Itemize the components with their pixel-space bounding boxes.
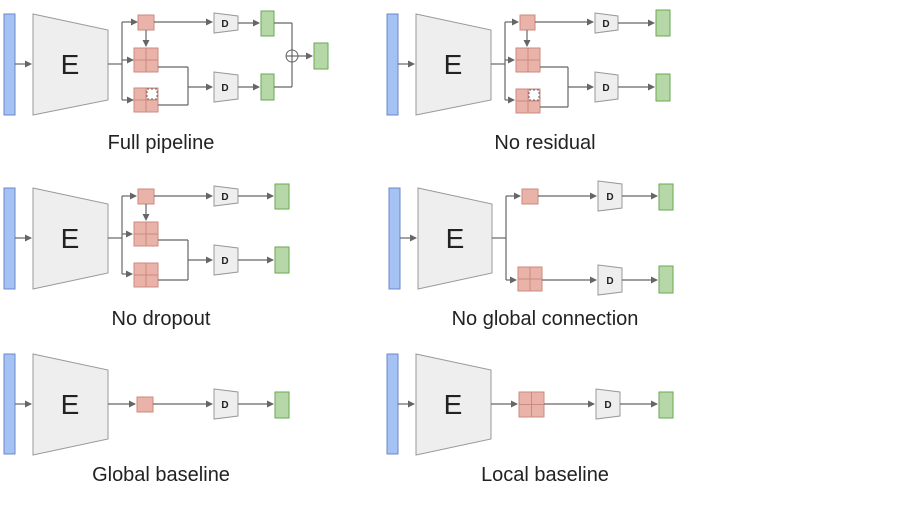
local-feature-grid xyxy=(518,391,545,418)
encoder-label: E xyxy=(446,223,465,254)
encoder-label: E xyxy=(61,389,80,420)
discriminator-label: D xyxy=(221,192,228,203)
global-feature-box xyxy=(137,188,155,205)
encoder-block xyxy=(415,353,492,456)
local-feature-grid xyxy=(133,47,159,73)
combined-output xyxy=(313,42,329,70)
global-discriminator xyxy=(597,180,623,212)
input-bar xyxy=(386,13,399,116)
discriminator-label: D xyxy=(606,276,613,287)
local-discriminator xyxy=(213,244,239,276)
local-feature-grid xyxy=(517,266,543,292)
input-bar xyxy=(3,187,16,290)
input-bar xyxy=(3,13,16,116)
encoder-block xyxy=(32,353,109,456)
panel-no-residual: E D D No residual xyxy=(386,9,671,154)
encoder-block xyxy=(32,13,109,116)
local-feature-grid xyxy=(133,221,159,247)
discriminator-label: D xyxy=(221,400,228,411)
dropout-feature-grid xyxy=(133,87,159,113)
encoder-label: E xyxy=(61,49,80,80)
panel-full-pipeline: E D D xyxy=(3,10,329,154)
local-discriminator xyxy=(213,71,239,103)
discriminator-label: D xyxy=(602,83,609,94)
global-discriminator xyxy=(213,185,239,207)
discriminator-label: D xyxy=(221,19,228,30)
local-output xyxy=(658,265,674,294)
encoder-block xyxy=(417,187,493,290)
caption-no-global-connection: No global connection xyxy=(452,308,639,330)
caption-no-residual: No residual xyxy=(494,132,595,154)
discriminator-label: D xyxy=(606,192,613,203)
input-bar xyxy=(388,187,401,290)
global-discriminator xyxy=(213,12,239,34)
caption-no-dropout: No dropout xyxy=(112,308,211,330)
encoder-block xyxy=(415,13,492,116)
caption-full-pipeline: Full pipeline xyxy=(108,132,215,154)
global-feature-box xyxy=(521,188,539,205)
local-feature-grid-2 xyxy=(133,262,159,288)
local-discriminator xyxy=(594,71,619,103)
global-feature-box xyxy=(137,14,155,31)
encoder-block xyxy=(32,187,109,290)
discriminator-label: D xyxy=(221,83,228,94)
global-output xyxy=(274,183,290,210)
input-bar xyxy=(386,353,399,455)
global-output xyxy=(274,391,290,419)
discriminator-label: D xyxy=(602,19,609,30)
discriminator-label: D xyxy=(221,256,228,267)
local-output xyxy=(274,246,290,274)
global-output xyxy=(655,9,671,37)
panel-global-baseline: E D Global baseline xyxy=(3,353,290,486)
encoder-label: E xyxy=(444,49,463,80)
local-output xyxy=(260,73,275,101)
global-output xyxy=(658,183,674,211)
discriminator-label: D xyxy=(604,400,611,411)
encoder-label: E xyxy=(61,223,80,254)
panel-no-global-connection: E D D No global connection xyxy=(388,180,674,330)
caption-global-baseline: Global baseline xyxy=(92,464,230,486)
global-discriminator xyxy=(213,388,239,420)
global-feature-box xyxy=(136,396,154,413)
local-output xyxy=(655,73,671,102)
local-output xyxy=(658,391,674,419)
global-output xyxy=(260,10,275,37)
dropout-feature-grid xyxy=(515,88,541,114)
panel-local-baseline: E D Local baseline xyxy=(386,353,674,486)
global-discriminator xyxy=(594,12,619,34)
local-discriminator xyxy=(595,388,621,420)
local-feature-grid xyxy=(515,47,541,73)
encoder-label: E xyxy=(444,389,463,420)
panel-no-dropout: E D D No dropout xyxy=(3,183,290,330)
local-discriminator xyxy=(597,264,623,296)
caption-local-baseline: Local baseline xyxy=(481,464,609,486)
global-feature-box xyxy=(519,14,536,31)
input-bar xyxy=(3,353,16,455)
